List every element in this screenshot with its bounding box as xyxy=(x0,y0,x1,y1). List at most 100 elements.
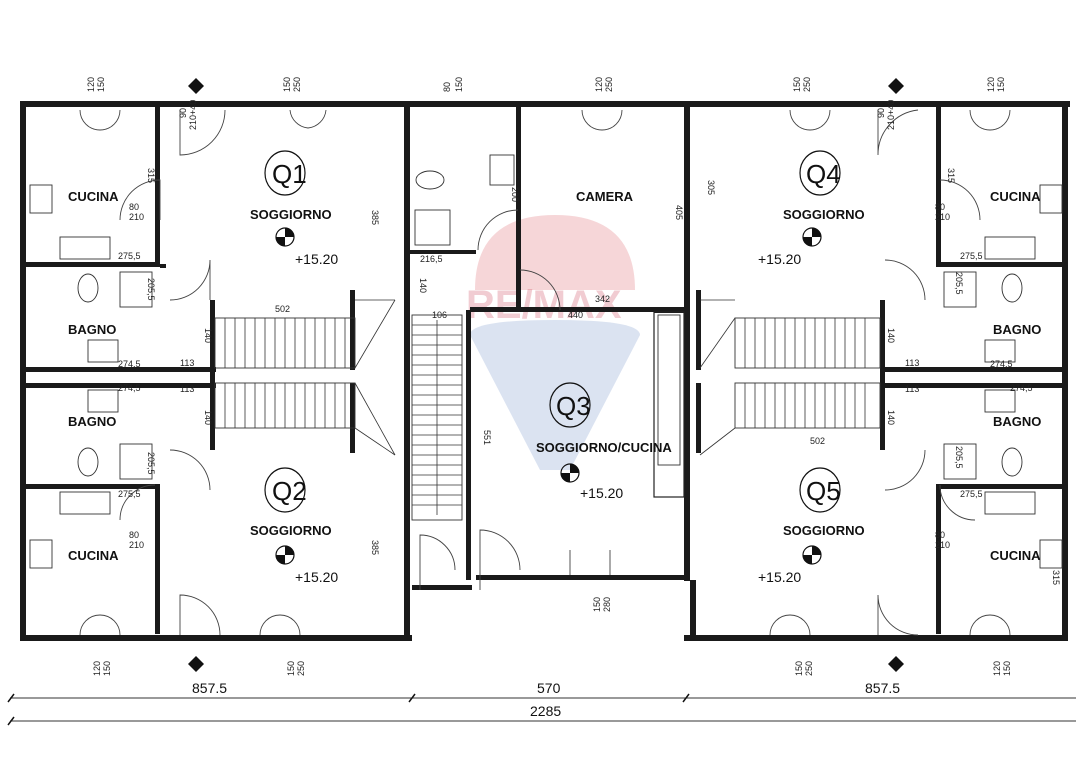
vertical-dimensions: 385 385 315 315 315 405 305 551 140 140 … xyxy=(86,77,1061,676)
dim-280: 280 xyxy=(602,597,612,612)
dim-551: 551 xyxy=(482,430,492,445)
stairs xyxy=(214,299,881,521)
room-bagno-q2: BAGNO xyxy=(68,414,116,429)
unit-q3-label: Q3 xyxy=(556,391,591,421)
dim-250-e: 250 xyxy=(804,661,814,676)
bottom-dimension-lines xyxy=(7,693,1076,726)
dim-80-b: 80 xyxy=(129,530,139,540)
dim-120-e: 120 xyxy=(992,661,1002,676)
dim-140-b: 140 xyxy=(203,328,213,343)
dim-210-b: 210 xyxy=(129,540,144,550)
unit-q1-elev: +15.20 xyxy=(295,251,338,267)
dim-60: 80 xyxy=(442,82,452,92)
unit-q4-label: Q4 xyxy=(806,159,841,189)
dim-80-c: 80 xyxy=(935,202,945,212)
dim-150: 150 xyxy=(96,77,106,92)
dim-216-5: 216,5 xyxy=(420,254,443,264)
dim-120-c: 120 xyxy=(986,77,996,92)
dim-113-b: 113 xyxy=(180,384,194,394)
room-bagno-q4: BAGNO xyxy=(993,322,1041,337)
dim-210: 210 xyxy=(129,212,144,222)
dim-315-b: 315 xyxy=(946,168,956,183)
unit-q3-room: SOGGIORNO/CUCINA xyxy=(536,440,672,455)
dim-315-c: 315 xyxy=(1051,570,1061,585)
dim-205-5: 205,5 xyxy=(146,278,156,301)
dim-275-5: 275,5 xyxy=(118,251,141,261)
unit-q5-label: Q5 xyxy=(806,476,841,506)
dim-80-d: 80 xyxy=(935,530,945,540)
unit-q5-room: SOGGIORNO xyxy=(783,523,865,538)
dim-210-40: 210+40 xyxy=(188,100,198,130)
dim-250-c: 250 xyxy=(802,77,812,92)
unit-q5-elev: +15.20 xyxy=(758,569,801,585)
dim-275-5-b: 275,5 xyxy=(118,489,141,499)
dim-250-d: 250 xyxy=(296,661,306,676)
watermark-text: RE/MAX xyxy=(466,283,622,327)
inner-walls-center xyxy=(410,107,685,580)
doors xyxy=(79,109,1011,636)
unit-q2-label: Q2 xyxy=(272,476,307,506)
unit-q4-room: SOGGIORNO xyxy=(783,207,865,222)
dim-150-f: 150 xyxy=(102,661,112,676)
dim-275-5-c: 275,5 xyxy=(960,251,983,261)
dim-120: 120 xyxy=(86,77,96,92)
dim-250: 250 xyxy=(292,77,302,92)
dim-342: 342 xyxy=(595,294,610,304)
dim-205-5-d: 205,5 xyxy=(954,446,964,469)
inner-walls-left xyxy=(26,107,355,634)
dim-113-c: 113 xyxy=(905,358,919,368)
dim-205-5-c: 205,5 xyxy=(954,272,964,295)
dim-385-b: 385 xyxy=(370,540,380,555)
dim-150-c: 150 xyxy=(454,77,464,92)
dim-113-d: 113 xyxy=(905,384,919,394)
dim-90: 90 xyxy=(178,108,188,118)
room-cucina-q1: CUCINA xyxy=(68,189,119,204)
dim-150-g: 150 xyxy=(286,661,296,676)
dim-205-5-b: 205,5 xyxy=(146,452,156,475)
dim-150-d: 150 xyxy=(792,77,802,92)
dim-right-width: 857.5 xyxy=(865,680,900,696)
dim-405: 405 xyxy=(674,205,684,220)
room-bagno-q1: BAGNO xyxy=(68,322,116,337)
unit-q2-room: SOGGIORNO xyxy=(250,523,332,538)
dim-502-b: 502 xyxy=(810,436,825,446)
small-dimensions: 80 210 275,5 274,5 274,5 275,5 80 210 11… xyxy=(118,202,1033,550)
room-camera-q3: CAMERA xyxy=(576,189,634,204)
dim-140-d: 140 xyxy=(886,328,896,343)
dim-106: 106 xyxy=(432,310,447,320)
unit-q1-room: SOGGIORNO xyxy=(250,207,332,222)
inner-walls-right xyxy=(696,107,1066,634)
dim-440: 440 xyxy=(568,310,583,320)
dim-120-b: 120 xyxy=(594,77,604,92)
dim-274-5-c: 274,5 xyxy=(990,359,1013,369)
fixtures xyxy=(29,154,1063,569)
unit-q2-elev: +15.20 xyxy=(295,569,338,585)
dim-113: 113 xyxy=(180,358,194,368)
dim-120-d: 120 xyxy=(92,661,102,676)
dim-385: 385 xyxy=(370,210,380,225)
dim-140: 140 xyxy=(418,278,428,293)
dim-90-b: 90 xyxy=(876,108,886,118)
dim-200: 200 xyxy=(510,187,520,202)
dim-150-h: 150 xyxy=(592,597,602,612)
room-cucina-q5: CUCINA xyxy=(990,548,1041,563)
dim-mid-width: 570 xyxy=(537,680,561,696)
dim-150-j: 150 xyxy=(1002,661,1012,676)
dim-275-5-d: 275,5 xyxy=(960,489,983,499)
room-cucina-q4: CUCINA xyxy=(990,189,1041,204)
dim-315: 315 xyxy=(146,168,156,183)
elevation-markers xyxy=(275,227,822,565)
dim-140-c: 140 xyxy=(203,410,213,425)
room-cucina-q2: CUCINA xyxy=(68,548,119,563)
dim-274-5: 274,5 xyxy=(118,359,141,369)
room-bagno-q5: BAGNO xyxy=(993,414,1041,429)
dim-210-d: 210 xyxy=(935,540,950,550)
dim-502: 502 xyxy=(275,304,290,314)
dim-left-width: 857.5 xyxy=(192,680,227,696)
unit-q1-label: Q1 xyxy=(272,159,307,189)
watermark: RE/MAX xyxy=(466,215,640,470)
dim-250-b: 250 xyxy=(604,77,614,92)
dim-150-i: 150 xyxy=(794,661,804,676)
entry-markers xyxy=(188,78,904,672)
